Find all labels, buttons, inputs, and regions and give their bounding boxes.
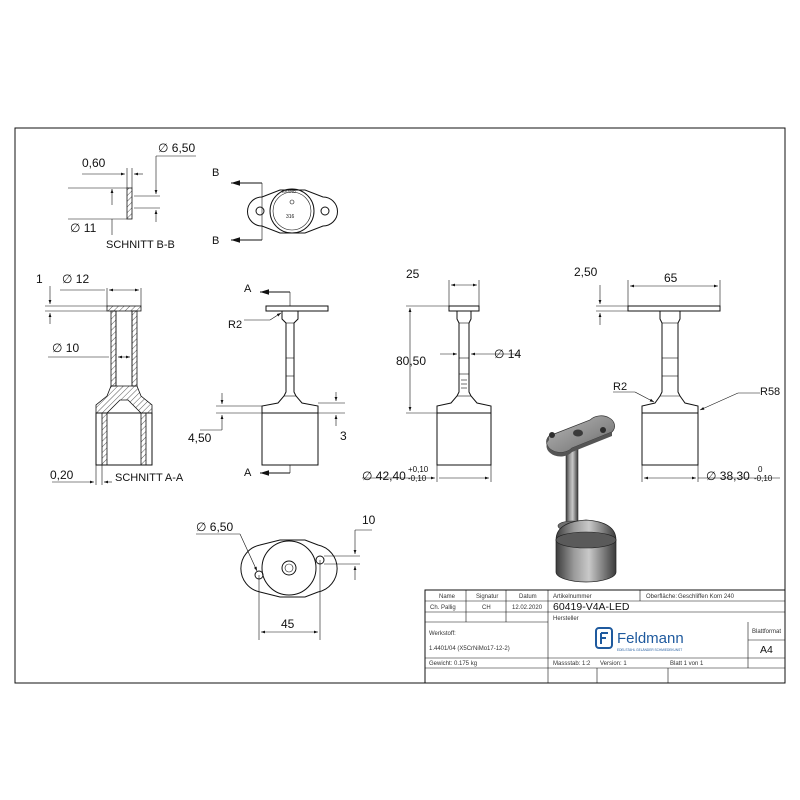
dim-020: 0,20 [50, 468, 74, 482]
title-block: Name Signatur Datum Ch. Pallig CH 12.02.… [424, 589, 786, 684]
dim-10: 10 [362, 513, 376, 527]
plate-top-view: BRAND 316 B B [212, 167, 338, 247]
side-view: 25 80,50 ∅ 14 ∅ 42,40 +0,10 -0,10 [362, 267, 521, 483]
title-checked-date: 12.02.2020 [512, 605, 543, 611]
title-col-date: Datum [519, 594, 537, 600]
title-checked-signature: CH [482, 605, 491, 611]
dim-diameter-3830: ∅ 38,30 [706, 469, 750, 483]
cut-mark-b-top: B [212, 167, 219, 179]
cut-mark-b-bottom: B [212, 235, 219, 247]
dim-diameter-14: ∅ 14 [494, 347, 521, 361]
material-value: 1.4401/04 (X5CrNiMo17-12-2) [429, 646, 510, 652]
dim-25: 25 [406, 267, 420, 281]
dim-thickness-060: 0,60 [82, 156, 106, 170]
cut-mark-a-bottom: A [244, 467, 252, 479]
drawing-frame [14, 127, 786, 684]
format-value: A4 [760, 644, 773, 656]
dim-45: 45 [281, 617, 295, 631]
dim-diameter-650-bb: ∅ 6,50 [158, 141, 195, 155]
dim-8050: 80,50 [396, 354, 426, 368]
tol-upper-3830: 0 [758, 465, 763, 474]
dim-r2-right: R2 [613, 381, 627, 393]
dim-r58: R58 [760, 386, 780, 398]
dim-450: 4,50 [188, 431, 212, 445]
material-label: Werkstoff: [429, 631, 456, 637]
company-name: Feldmann [617, 630, 684, 647]
dim-r2-front: R2 [228, 319, 242, 331]
plate-marking-316: 316 [286, 214, 295, 220]
title-checked-name: Ch. Pallig [430, 605, 456, 611]
feldmann-logo: Feldmann EDELSTAHL GELÄNDER SCHMIEDEKUNS… [595, 627, 684, 652]
scale-text: Massstab: 1:2 [553, 661, 591, 667]
surface-label: Oberfläche: [646, 594, 677, 600]
section-aa-label: SCHNITT A-A [115, 472, 184, 484]
product-3d-render [546, 415, 617, 583]
tol-lower-4240: -0,10 [408, 474, 427, 483]
cut-mark-a-top: A [244, 283, 252, 295]
surface-value: Geschliffen Korn 240 [678, 594, 735, 600]
version-text: Version: 1 [600, 661, 627, 667]
article-number: 60419-V4A-LED [553, 601, 630, 613]
dim-diameter-11: ∅ 11 [70, 221, 97, 235]
top-view-bottom: 45 10 ∅ 6,50 [196, 513, 376, 640]
dim-250: 2,50 [574, 265, 598, 279]
section-bb-view: 0,60 ∅ 6,50 ∅ 11 SCHNITT B-B [68, 141, 196, 251]
tol-lower-3830: -0,10 [754, 474, 773, 483]
title-col-signature: Signatur [476, 594, 498, 600]
section-aa-view: 1 ∅ 12 ∅ 10 0,20 SCHNITT A-A [36, 272, 184, 485]
title-col-name: Name [439, 594, 456, 600]
dim-diameter-4240: ∅ 42,40 [362, 469, 406, 483]
weight-text: Gewicht: 0.175 kg [429, 661, 477, 667]
right-view: 65 2,50 R2 R58 ∅ 38,30 0 -0,10 [574, 265, 780, 483]
company-tagline: EDELSTAHL GELÄNDER SCHMIEDEKUNST [617, 648, 682, 652]
dim-65: 65 [664, 271, 678, 285]
manufacturer-label: Hersteller [553, 616, 579, 622]
dim-diameter-10: ∅ 10 [52, 341, 79, 355]
front-view: A A R2 4,50 3 [188, 283, 347, 479]
format-label: Blattformat [752, 629, 781, 635]
tol-upper-4240: +0,10 [408, 465, 429, 474]
dim-diameter-12: ∅ 12 [62, 272, 89, 286]
dim-thickness-1: 1 [36, 272, 43, 286]
section-bb-label: SCHNITT B-B [106, 239, 175, 251]
article-label: Artikelnummer [553, 594, 592, 600]
dim-3: 3 [340, 429, 347, 443]
plate-marking-brand: BRAND [282, 189, 296, 194]
sheet-text: Blatt 1 von 1 [670, 661, 704, 667]
dim-diameter-650-top: ∅ 6,50 [196, 520, 233, 534]
